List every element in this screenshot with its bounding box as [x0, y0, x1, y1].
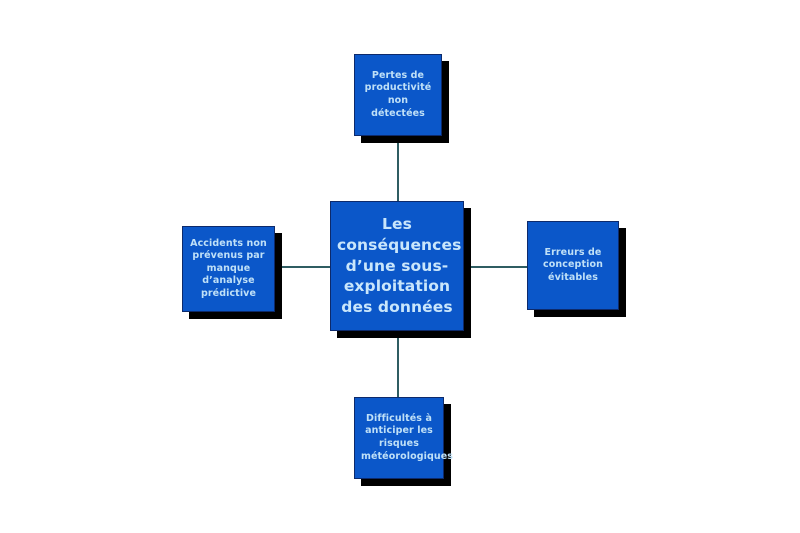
connector-center-to-top	[397, 136, 399, 202]
connector-center-to-left	[275, 266, 331, 268]
connector-center-to-right	[471, 266, 528, 268]
node-center-consequences[interactable]: Les conséquences d’une sous-exploitation…	[330, 201, 464, 331]
node-right-label: Erreurs de conception évitables	[543, 246, 603, 283]
node-bottom-label: Difficultés à anticiper les risques mété…	[361, 412, 454, 462]
node-top-label: Pertes de productivité non détectées	[364, 69, 432, 119]
node-left-accidents-non-prevenus[interactable]: Accidents non prévenus par manque d’anal…	[182, 226, 275, 312]
connector-center-to-bottom	[397, 331, 399, 398]
node-right-erreurs-conception[interactable]: Erreurs de conception évitables	[527, 221, 619, 310]
node-center-label: Les conséquences d’une sous-exploitation…	[337, 215, 462, 316]
node-bottom-difficultes-meteo[interactable]: Difficultés à anticiper les risques mété…	[354, 397, 454, 479]
node-left-label: Accidents non prévenus par manque d’anal…	[190, 237, 267, 299]
node-top-pertes-productivite[interactable]: Pertes de productivité non détectées	[354, 54, 442, 136]
